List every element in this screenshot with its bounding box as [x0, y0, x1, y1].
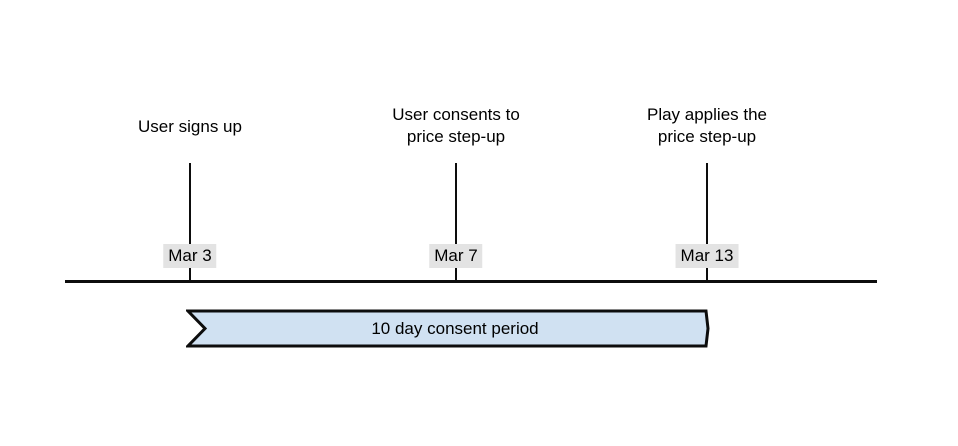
marker-date-consent: Mar 7 [429, 244, 483, 268]
arrow-banner-shape [186, 309, 710, 348]
marker-caption-signup: User signs up [138, 116, 242, 138]
marker-caption-consent: User consents to price step-up [392, 104, 520, 148]
caption-line: Play applies the [646, 105, 768, 124]
caption-line: price step-up [657, 127, 757, 146]
marker-stem-apply [706, 163, 708, 282]
marker-date-apply: Mar 13 [675, 244, 739, 268]
marker-stem-consent [455, 163, 457, 282]
marker-stem-signup [189, 163, 191, 282]
caption-line: price step-up [406, 127, 506, 146]
timeline-axis [65, 280, 877, 283]
marker-date-signup: Mar 3 [163, 244, 217, 268]
caption-line: User signs up [138, 117, 242, 136]
marker-caption-apply: Play applies the price step-up [647, 104, 767, 148]
consent-period-label: 10 day consent period [371, 318, 539, 338]
caption-line: User consents to [392, 105, 520, 124]
consent-period-banner: 10 day consent period [186, 309, 710, 348]
